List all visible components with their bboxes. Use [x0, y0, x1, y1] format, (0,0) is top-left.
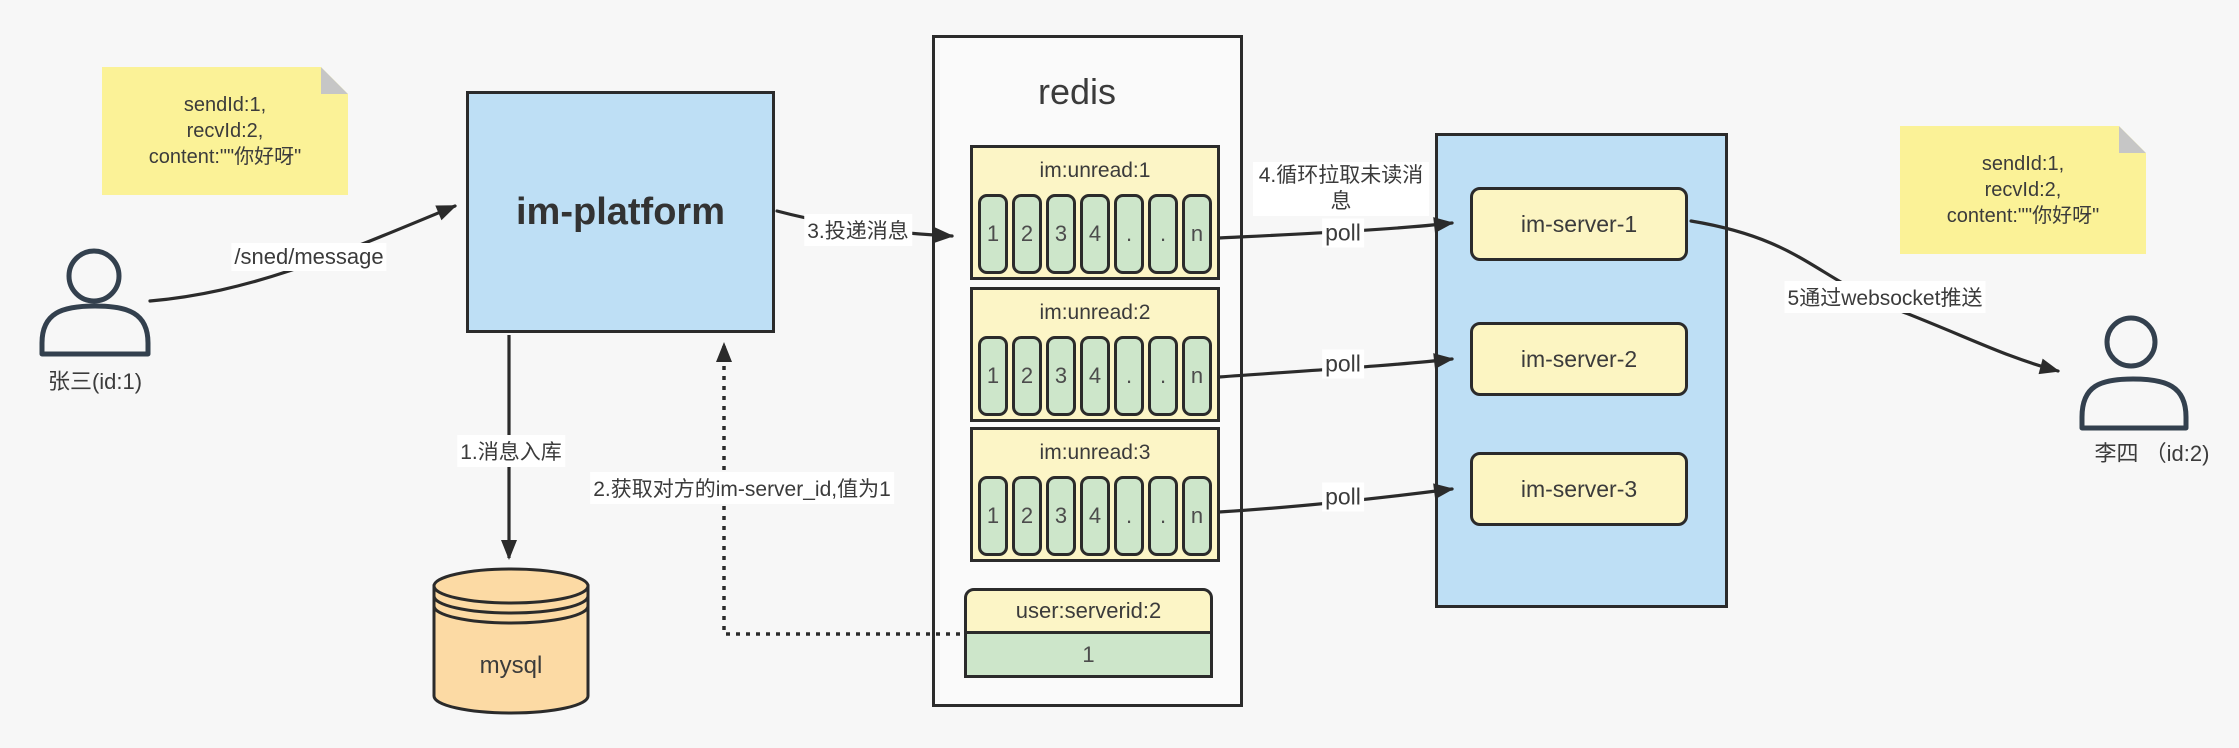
receiver-caption: 李四 （id:2) [2094, 441, 2210, 466]
get-serverid-step-label: 2.获取对方的im-server_id,值为1 [590, 472, 894, 504]
note-line: content:""你好呀" [1946, 205, 2100, 227]
receiver-user-icon [2079, 315, 2189, 431]
note-line: content:""你好呀" [148, 146, 302, 168]
queue-cell: 1 [978, 194, 1008, 274]
queue-name: im:unread:2 [1039, 301, 1151, 324]
push-step-label: 5通过websocket推送 [1784, 281, 1986, 313]
queue-cell: 4 [1080, 336, 1110, 416]
im-server-3-label: im-server-3 [1520, 475, 1638, 502]
deliver-step-label: 3.投递消息 [804, 214, 912, 246]
im-platform-node: im-platform [466, 91, 775, 333]
queue-cell: . [1148, 476, 1178, 556]
user-serverid-key: user:serverid:2 [964, 588, 1213, 634]
im-platform-label: im-platform [516, 190, 725, 233]
queue-cells: 1 2 3 4 . . n [973, 336, 1217, 416]
queue-cell: . [1114, 194, 1144, 274]
unread-queue-2: im:unread:2 1 2 3 4 . . n [970, 287, 1220, 422]
im-server-2-label: im-server-2 [1520, 345, 1638, 372]
queue-cell: 3 [1046, 336, 1076, 416]
queue-cell: 4 [1080, 476, 1110, 556]
receiver-payload-note: sendId:1, recvId:2, content:""你好呀" [1900, 126, 2146, 254]
unread-queue-1: im:unread:1 1 2 3 4 . . n [970, 145, 1220, 280]
queue-cell: 2 [1012, 476, 1042, 556]
queue-cell: 2 [1012, 336, 1042, 416]
note-line: sendId:1, [1981, 153, 2065, 175]
im-server-1-label: im-server-1 [1520, 210, 1638, 237]
queue-cell: . [1114, 476, 1144, 556]
poll-label-1: poll [1322, 218, 1364, 248]
user-serverid-value: 1 [964, 634, 1213, 678]
note-fold-icon [321, 67, 348, 94]
queue-cell: . [1148, 194, 1178, 274]
queue-cell: . [1148, 336, 1178, 416]
im-server-2-node: im-server-2 [1470, 322, 1688, 396]
send-endpoint-label: /sned/message [231, 243, 387, 271]
mysql-caption: mysql [479, 652, 543, 679]
redis-title: redis [1037, 71, 1117, 112]
queue-name: im:unread:3 [1039, 441, 1151, 464]
im-server-1-node: im-server-1 [1470, 187, 1688, 261]
user-serverid-node: user:serverid:2 1 [964, 588, 1213, 678]
poll-label-3: poll [1322, 482, 1364, 512]
queue-name: im:unread:1 [1039, 159, 1151, 182]
queue-cell: 4 [1080, 194, 1110, 274]
note-line: recvId:2, [1984, 179, 2062, 201]
queue-cell: n [1182, 336, 1212, 416]
sender-caption: 张三(id:1) [47, 369, 143, 394]
sender-user-icon [39, 248, 151, 357]
queue-cell: 3 [1046, 476, 1076, 556]
queue-cells: 1 2 3 4 . . n [973, 194, 1217, 274]
mysql-database-icon [432, 567, 590, 715]
note-line: recvId:2, [186, 120, 264, 142]
unread-queue-3: im:unread:3 1 2 3 4 . . n [970, 427, 1220, 562]
pull-step-label: 4.循环拉取未读消息 [1253, 162, 1429, 216]
note-fold-icon [2119, 126, 2146, 153]
queue-cell: . [1114, 336, 1144, 416]
queue-cell: n [1182, 476, 1212, 556]
store-step-label: 1.消息入库 [457, 435, 565, 467]
queue-cell: 1 [978, 336, 1008, 416]
im-server-3-node: im-server-3 [1470, 452, 1688, 526]
queue-cell: 1 [978, 476, 1008, 556]
queue-cell: n [1182, 194, 1212, 274]
queue-cell: 3 [1046, 194, 1076, 274]
queue-cells: 1 2 3 4 . . n [973, 476, 1217, 556]
poll-label-2: poll [1322, 349, 1364, 379]
sender-payload-note: sendId:1, recvId:2, content:""你好呀" [102, 67, 348, 195]
queue-cell: 2 [1012, 194, 1042, 274]
note-line: sendId:1, [183, 94, 267, 116]
